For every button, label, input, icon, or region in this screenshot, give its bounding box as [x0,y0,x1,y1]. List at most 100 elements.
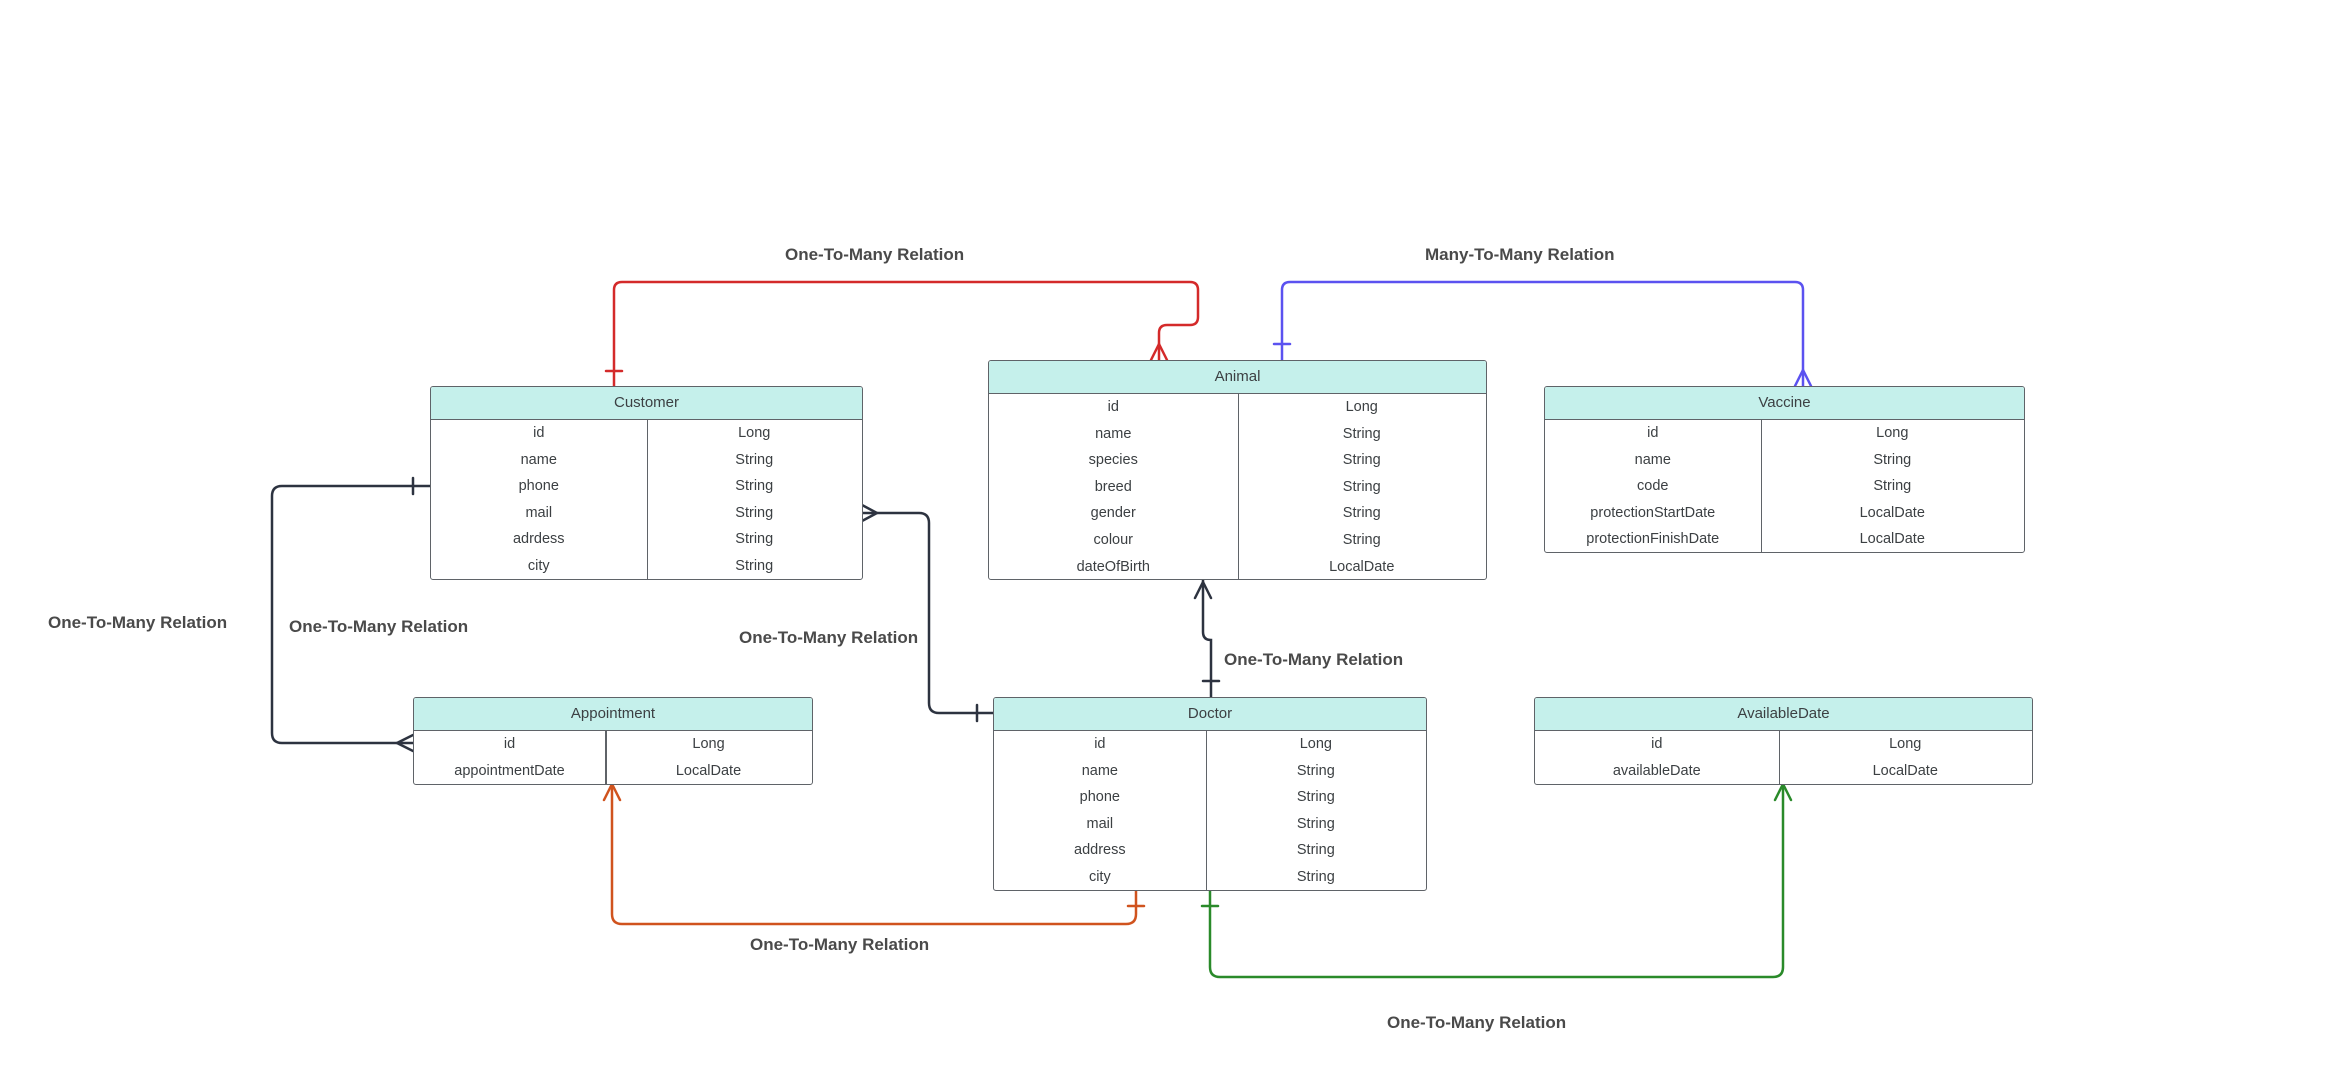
relation-label-customer-appointment-outer: One-To-Many Relation [48,613,228,632]
column-divider [1237,394,1239,579]
attribute-name: protectionStartDate [1590,504,1716,521]
connector-customer-doctor[interactable] [860,503,995,723]
attribute-row[interactable]: id Long [994,731,1426,758]
attribute-type: String [1342,425,1381,442]
attribute-name: id [503,736,516,752]
attribute-type: String [1873,451,1912,468]
attribute-type: Long [1876,425,1909,441]
attribute-name: gender [1090,505,1136,522]
attribute-name: breed [1094,478,1132,495]
attribute-name: city [527,557,550,574]
attribute-row[interactable]: protectionFinishDate LocalDate [1545,526,2024,552]
attribute-name: id [1647,425,1659,441]
attribute-type: String [1296,762,1335,779]
relation-label-animal-doctor: One-To-Many Relation [1224,650,1404,669]
attribute-type: String [1342,452,1381,469]
attribute-row[interactable]: id Long [431,420,862,447]
relation-label-doctor-availabledate: One-To-Many Relation [1387,1013,1567,1032]
attribute-name: name [1634,451,1671,468]
entity-availabledate[interactable]: AvailableDate id Long availableDate LocalDa… [1534,697,2033,785]
relation-label-animal-vaccine: Many-To-Many Relation [1425,245,1615,264]
attribute-name: id [1094,736,1106,752]
attribute-type: String [1873,478,1912,495]
attribute-type: Long [738,425,771,441]
attribute-type: String [735,451,774,468]
attribute-type: LocalDate [1859,531,1925,548]
attribute-row[interactable]: code String [1545,473,2024,500]
column-divider [1778,731,1781,784]
attribute-name: name [520,451,557,468]
attribute-row[interactable]: phone String [994,784,1426,811]
attribute-name: protectionFinishDate [1586,531,1720,548]
attribute-type: String [735,557,774,574]
attribute-name: dateOfBirth [1076,558,1150,575]
attribute-row[interactable]: name String [431,447,862,474]
attribute-row[interactable]: name String [994,758,1426,785]
attribute-row[interactable]: protectionStartDate LocalDate [1545,500,2024,527]
entity-title: Vaccine [1545,387,2024,420]
attribute-type: String [1296,815,1335,832]
attribute-type: String [1296,789,1335,806]
attribute-type: LocalDate [1859,504,1925,521]
attribute-type: Long [692,736,725,752]
attribute-name: code [1637,478,1669,495]
attribute-row[interactable]: id Long [1545,420,2024,447]
attribute-row[interactable]: availableDate LocalDate [1535,758,2032,784]
attribute-row[interactable]: city String [431,553,862,579]
attribute-type: LocalDate [1329,558,1395,575]
attribute-type: Long [1889,736,1922,752]
attribute-type: String [735,478,774,495]
attribute-name: availableDate [1612,762,1701,779]
attribute-row[interactable]: breed String [989,474,1486,501]
relation-label-customer-appointment-inner: One-To-Many Relation [289,617,469,636]
attribute-type: Long [1299,736,1332,752]
relation-label-appointment-doctor: One-To-Many Relation [750,935,930,954]
attribute-row[interactable]: id Long [414,731,812,758]
attribute-row[interactable]: name String [1545,447,2024,474]
attribute-name: phone [518,478,559,495]
attribute-row[interactable]: colour String [989,527,1486,554]
attribute-name: appointmentDate [454,762,565,779]
column-divider [646,420,648,579]
many-marker [1149,341,1169,362]
entity-title: AvailableDate [1535,698,2032,731]
attribute-row[interactable]: dateOfBirth LocalDate [989,554,1486,579]
attribute-name: id [1107,399,1119,415]
attribute-name: colour [1093,531,1134,548]
column-divider [1760,420,1763,552]
attribute-name: phone [1079,789,1120,806]
many-marker [394,733,415,753]
attribute-name: id [533,425,545,441]
attribute-row[interactable]: phone String [431,473,862,500]
attribute-name: name [1081,762,1118,779]
connector-customer-appointment[interactable] [270,476,432,753]
attribute-type: String [1342,531,1381,548]
attribute-type: String [1342,478,1381,495]
column-divider [605,731,607,784]
attribute-row[interactable]: id Long [1535,731,2032,758]
entity-title: Appointment [414,698,812,731]
many-marker [860,503,880,523]
attribute-type: LocalDate [1872,762,1938,779]
connector-animal-doctor[interactable] [1193,576,1221,699]
attribute-name: id [1651,736,1663,752]
entity-title: Doctor [994,698,1426,731]
